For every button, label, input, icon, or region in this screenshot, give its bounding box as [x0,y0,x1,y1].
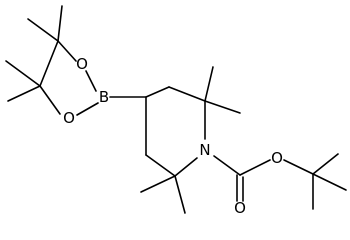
bond-n-c6 [174,157,198,177]
bond-c3-c2 [168,86,206,102]
boc-group [213,153,347,210]
boron-label: B [99,88,109,106]
bond-methyl-1 [57,5,63,42]
bond-carbonyl-c-ester-o [239,159,271,176]
bond-o-top-cquat [57,40,77,62]
bond-c6-c5 [145,154,176,177]
bond-cquat-cquat [39,40,59,87]
bond-b-o-bottom [76,102,99,116]
bond-o-bottom-cquat [39,85,61,115]
piperidine-ring [140,66,241,214]
dioxaborolane-ring [5,5,99,116]
bond-methyl-2 [27,18,59,42]
ester-oxygen-label: O [271,149,283,167]
molecule-diagram: B O O N O O [5,5,347,217]
carbonyl-oxygen-label: O [234,199,246,217]
bond-methyl-4 [7,85,41,102]
bond-n-carbonyl-c [213,155,241,176]
bond-tbu-methyl-right [312,173,347,191]
bond-methyl-3 [5,60,41,87]
ring-oxygen-top-label: O [76,55,88,73]
bond-c4-c3 [145,86,170,98]
ring-oxygen-bottom-label: O [63,109,75,127]
bond-tbu-methyl-up [312,153,339,175]
bond-c2-methyl-b [204,100,241,114]
bond-c6-methyl-a [140,175,176,193]
bond-b-o-top [85,70,97,92]
nitrogen-label: N [199,141,210,159]
bond-c6-methyl-b [174,175,186,214]
bond-c2-methyl-a [204,66,214,102]
structure-drawing: B O O N O O [5,5,347,217]
bond-ester-o-tbu-c [283,159,314,175]
